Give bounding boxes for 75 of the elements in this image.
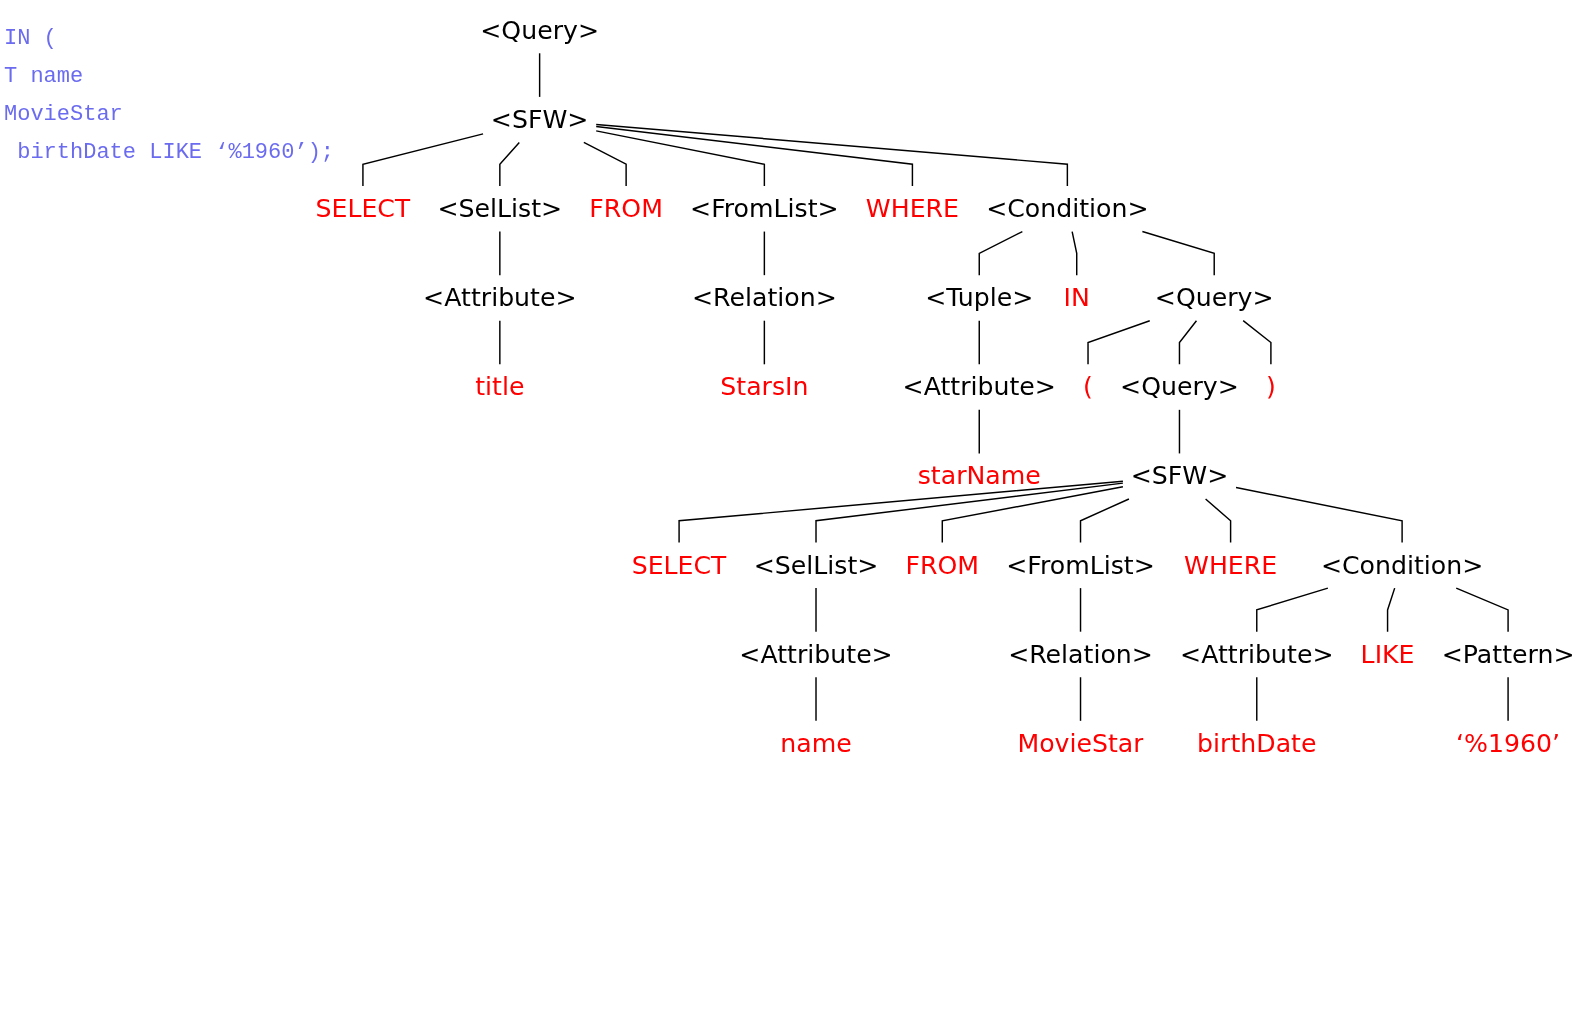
- node-text: WHERE: [1184, 550, 1278, 580]
- node-text: <SelList>: [437, 193, 563, 223]
- node-text: <FromList>: [690, 193, 839, 223]
- connector: [1455, 587, 1509, 633]
- node-text: <Attribute>: [423, 282, 577, 312]
- connector: [678, 480, 1124, 544]
- node-text: starName: [917, 461, 1041, 491]
- connector: [815, 587, 817, 633]
- connector: [1087, 319, 1151, 365]
- node-text: <Attribute>: [1180, 639, 1334, 669]
- node-text: <FromList>: [1006, 550, 1155, 580]
- connector: [815, 482, 1124, 544]
- connector: [1242, 319, 1272, 365]
- connector: [763, 319, 766, 365]
- connector: [538, 52, 541, 98]
- code-line: MovieStar: [4, 101, 124, 129]
- node-text: <Tuple>: [925, 282, 1034, 312]
- node-text: <Relation>: [1008, 639, 1153, 669]
- node-text: ‘%1960’: [1456, 728, 1561, 758]
- node-text: <Condition>: [1320, 550, 1484, 580]
- connector: [1079, 498, 1130, 544]
- connector: [1079, 676, 1082, 722]
- connector: [1079, 587, 1082, 633]
- connector: [1071, 230, 1078, 276]
- connector: [595, 123, 1069, 187]
- node-text: StarsIn: [720, 372, 809, 402]
- node-text: <SFW>: [1130, 461, 1229, 491]
- connector: [1235, 486, 1403, 544]
- connector: [1386, 587, 1396, 633]
- node-text: LIKE: [1360, 639, 1415, 669]
- connector: [499, 230, 501, 276]
- code-line: T name: [4, 63, 85, 91]
- connector: [583, 141, 627, 187]
- node-text: <Query>: [480, 15, 600, 45]
- connector: [763, 230, 766, 276]
- node-text: IN: [1063, 282, 1090, 312]
- code-line: birthDate LIKE ‘%1960’);: [16, 139, 335, 167]
- connector: [1141, 230, 1215, 276]
- connector: [978, 230, 1024, 276]
- node-text: name: [780, 728, 852, 758]
- connector: [941, 486, 1124, 544]
- node-text: <Attribute>: [739, 639, 893, 669]
- node-text: WHERE: [865, 193, 960, 223]
- node-text: <SelList>: [753, 550, 879, 580]
- connector: [1178, 319, 1198, 365]
- connector: [1256, 587, 1329, 633]
- node-text: FROM: [905, 550, 980, 580]
- node-text: <Condition>: [986, 193, 1149, 223]
- node-text: <Relation>: [691, 282, 837, 312]
- node-text: (: [1083, 372, 1093, 402]
- node-text: <Query>: [1154, 282, 1274, 312]
- code-line: IN (: [4, 25, 58, 53]
- connector: [595, 130, 766, 187]
- node-text: ): [1265, 372, 1276, 402]
- connector: [978, 409, 980, 455]
- connector: [362, 133, 484, 187]
- node-text: SELECT: [315, 193, 411, 223]
- node-text: MovieStar: [1017, 728, 1144, 758]
- connector: [1507, 676, 1509, 722]
- node-text: SELECT: [631, 550, 727, 580]
- node-text: birthDate: [1197, 728, 1317, 758]
- node-text: title: [475, 372, 525, 402]
- node-text: FROM: [589, 193, 663, 223]
- connector: [1178, 409, 1181, 455]
- connector: [499, 141, 521, 187]
- connector: [499, 319, 501, 365]
- node-text: <Attribute>: [902, 372, 1056, 402]
- connector: [595, 125, 914, 187]
- node-text: <SFW>: [490, 104, 589, 134]
- connector: [1204, 498, 1232, 544]
- node-text: <Query>: [1120, 372, 1239, 402]
- connector: [978, 319, 980, 365]
- connector: [815, 676, 817, 722]
- connector: [1256, 676, 1258, 722]
- node-text: <Pattern>: [1441, 639, 1575, 669]
